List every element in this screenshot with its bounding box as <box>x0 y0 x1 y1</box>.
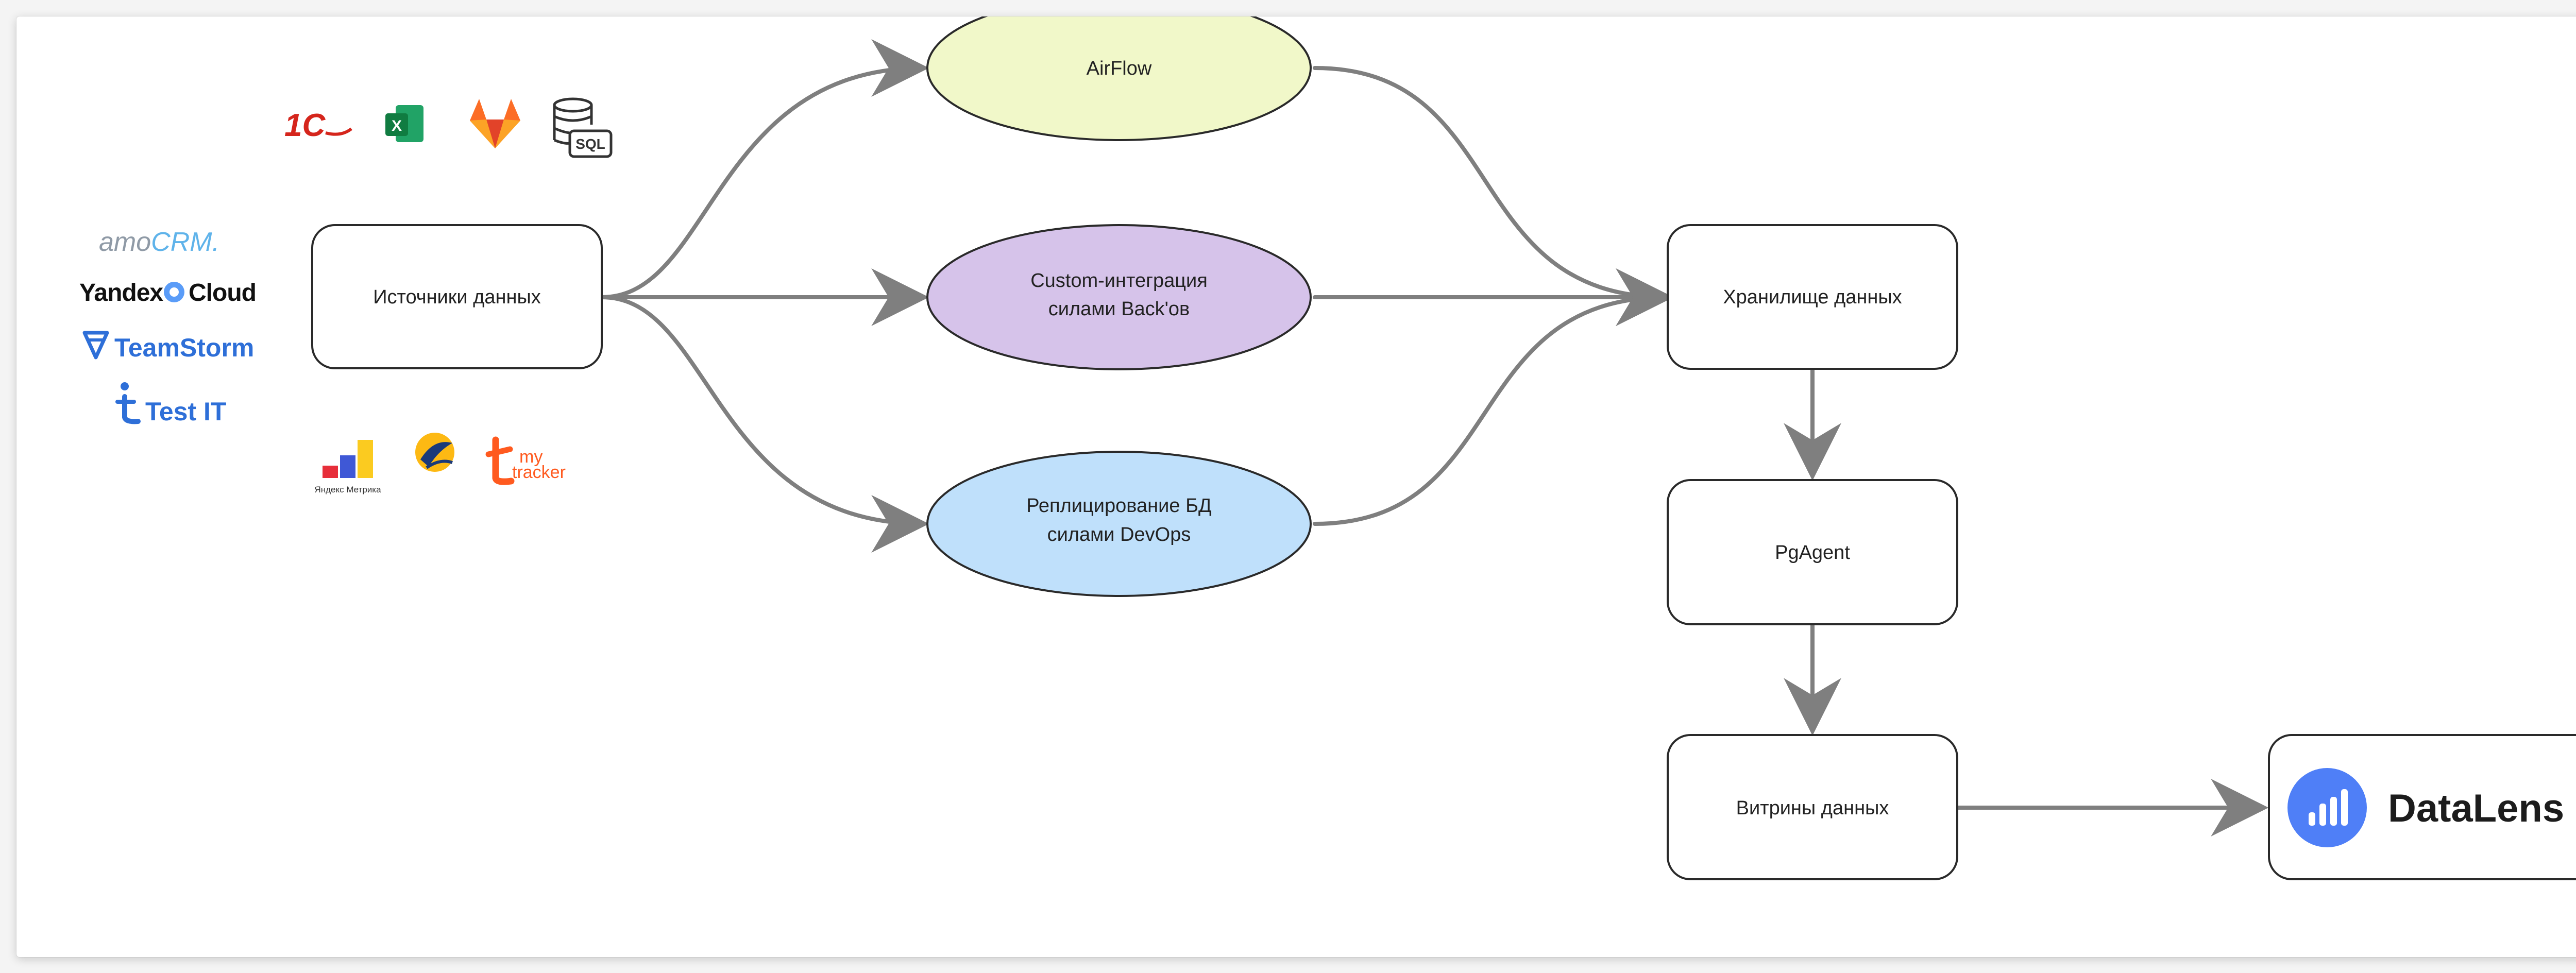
testit-logo-icon: Test IT <box>115 382 226 426</box>
node-data-marts[interactable]: Витрины данных <box>1667 734 1958 880</box>
excel-logo-icon: X <box>385 105 423 142</box>
svg-text:1С: 1С <box>284 108 326 143</box>
node-pgagent-label: PgAgent <box>1775 542 1850 564</box>
node-marts-label: Витрины данных <box>1736 797 1889 819</box>
data-flow-diagram: Источники данных AirFlow Custom-интеграц… <box>79 16 2576 880</box>
node-datalens[interactable]: DataLens <box>2268 734 2576 880</box>
svg-text:SQL: SQL <box>575 136 605 152</box>
svg-text:tracker: tracker <box>512 463 566 482</box>
node-airflow[interactable]: AirFlow <box>926 16 1312 141</box>
yandex-cloud-logo-icon: Yandex Cloud <box>79 279 257 306</box>
one-c-logo-icon: 1С <box>284 108 352 143</box>
svg-text:Яндекс Метрика: Яндекс Метрика <box>314 485 381 494</box>
diagram-canvas: Источники данных AirFlow Custom-интеграц… <box>16 16 2576 957</box>
edge-sources-airflow <box>600 39 929 299</box>
datalens-bars-icon <box>2309 789 2348 826</box>
node-custom-label-line2: силами Back'ов <box>1048 298 1190 320</box>
sql-database-icon: SQL <box>553 97 613 158</box>
node-custom-label-line1: Custom-интеграция <box>1030 270 1208 292</box>
node-replication-label-line1: Реплицирование БД <box>1026 495 1212 517</box>
gitlab-logo-icon <box>470 99 520 148</box>
yellow-bird-logo-icon <box>415 433 454 472</box>
svg-text:Cloud: Cloud <box>189 279 256 306</box>
node-sources-label: Источники данных <box>373 286 541 308</box>
node-custom-integration[interactable]: Custom-интеграция силами Back'ов <box>926 224 1312 370</box>
svg-text:my: my <box>519 447 543 467</box>
yandex-metrika-logo-icon: Яндекс Метрика <box>314 440 381 494</box>
svg-text:Test IT: Test IT <box>145 397 226 426</box>
node-data-storage[interactable]: Хранилище данных <box>1667 224 1958 370</box>
edge-airflow-storage <box>1313 66 1674 326</box>
datalens-logo-icon <box>2287 768 2367 847</box>
svg-text:Yandex: Yandex <box>79 279 163 306</box>
node-pgagent[interactable]: PgAgent <box>1667 479 1958 625</box>
node-airflow-label: AirFlow <box>1087 58 1152 79</box>
mytracker-logo-icon: my tracker <box>485 436 566 485</box>
svg-text:TeamStorm: TeamStorm <box>114 333 254 362</box>
node-storage-label: Хранилище данных <box>1723 286 1902 308</box>
svg-text:X: X <box>392 117 402 134</box>
node-db-replication[interactable]: Реплицирование БД силами DevOps <box>926 451 1312 597</box>
node-sources[interactable]: Источники данных <box>311 224 603 369</box>
svg-text:amoCRM.: amoCRM. <box>99 227 219 257</box>
amocrm-logo-icon: amoCRM. <box>99 227 219 257</box>
teamstorm-logo-icon: TeamStorm <box>82 331 254 362</box>
node-replication-label-line2: силами DevOps <box>1047 524 1191 545</box>
edge-sources-replication <box>600 295 929 553</box>
node-datalens-label: DataLens <box>2388 787 2564 830</box>
edge-replication-storage <box>1313 268 1674 526</box>
